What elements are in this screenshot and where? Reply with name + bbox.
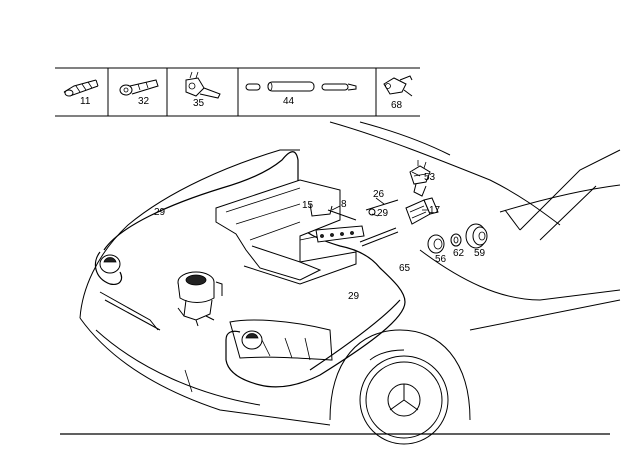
callout-29-lower: 29 [348, 291, 360, 302]
parts-legend-row: 11 32 35 44 [55, 67, 420, 117]
grommet-set [427, 223, 488, 254]
callout-26: 26 [373, 189, 385, 200]
part-68-t-connector-icon [383, 75, 413, 97]
vehicle-front-outline [79, 121, 621, 445]
part-53-pump-icon [409, 160, 431, 197]
part-17-pump-block [405, 197, 439, 225]
callout-29-left: 29 [154, 207, 166, 218]
part-11-connector-icon [63, 79, 99, 97]
headlamp-nozzle-left [99, 254, 121, 274]
washer-hose-route [94, 151, 406, 388]
part-35-elbow-connector-icon [185, 71, 221, 99]
callout-53: 53 [424, 172, 436, 183]
nozzle-assembly [309, 199, 399, 247]
callout-59: 59 [474, 248, 486, 259]
callout-56: 56 [435, 254, 447, 265]
part-44-label: 44 [283, 96, 295, 107]
washer-reservoir [177, 271, 223, 327]
part-68-label: 68 [391, 100, 403, 111]
part-32-connector-icon [119, 79, 159, 96]
callout-17: 17 [429, 205, 441, 216]
callout-62: 62 [453, 248, 465, 259]
part-32-label: 32 [138, 96, 150, 107]
part-44-hose-set-icon [245, 81, 357, 92]
callout-29-upper: 29 [377, 208, 389, 219]
callout-8: 8 [341, 199, 347, 210]
leader-lines [331, 171, 428, 217]
part-11-label: 11 [80, 96, 91, 107]
callout-65: 65 [399, 263, 411, 274]
callout-15: 15 [302, 200, 314, 211]
headlamp-nozzle-right [241, 330, 263, 350]
part-35-label: 35 [193, 98, 205, 109]
